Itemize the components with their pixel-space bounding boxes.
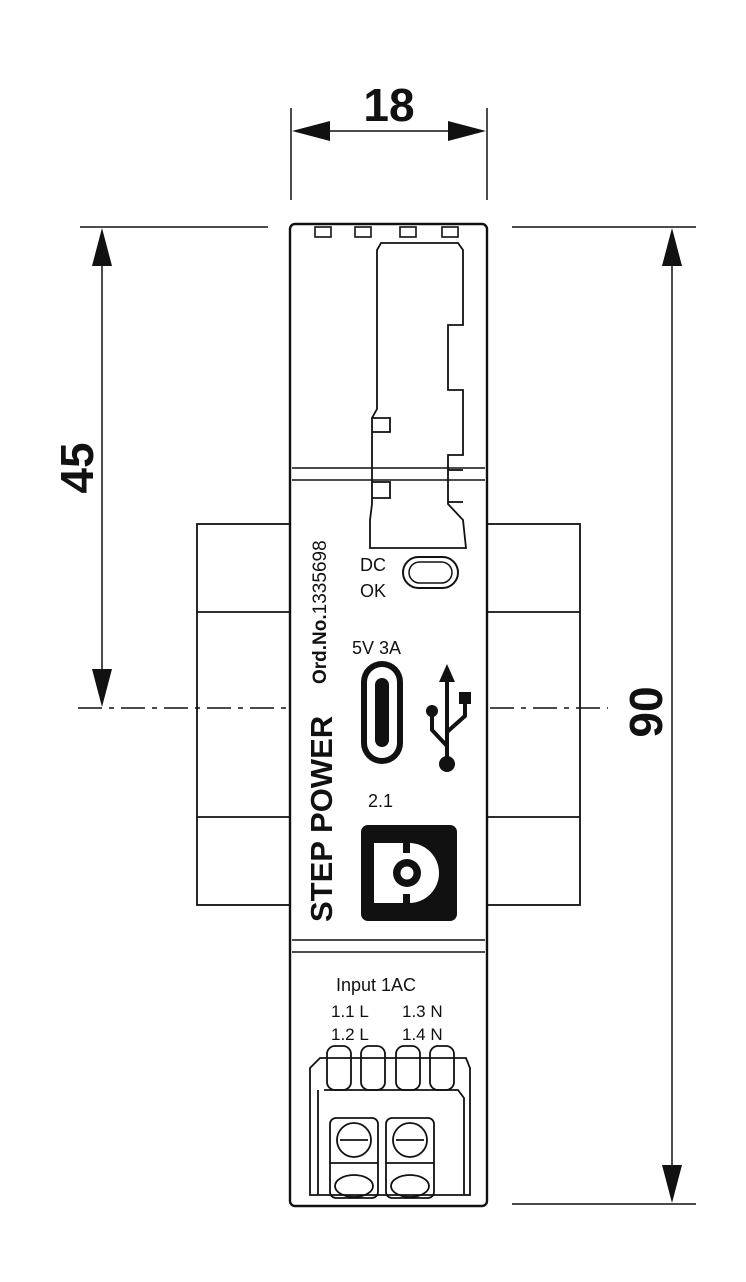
terminal-label-1-4: 1.4 N xyxy=(402,1025,443,1044)
terminal-screw-2[interactable] xyxy=(392,1122,428,1158)
output-plug-connector xyxy=(369,242,468,549)
usb-trident-icon xyxy=(426,664,471,772)
terminal-label-1-3: 1.3 N xyxy=(402,1002,443,1021)
dimension-half-value: 45 xyxy=(51,442,103,493)
led-window-icon xyxy=(402,556,459,589)
usb-c-port-icon[interactable] xyxy=(361,661,403,764)
usb-rating-label: 5V 3A xyxy=(352,638,401,658)
phoenix-contact-logo xyxy=(361,825,457,921)
input-title: Input 1AC xyxy=(336,975,416,995)
terminal-screw-3[interactable] xyxy=(334,1174,374,1198)
top-vents xyxy=(314,226,459,238)
terminal-screw-1[interactable] xyxy=(336,1122,372,1158)
input-terminal-block xyxy=(309,1045,471,1199)
dimension-width-value: 18 xyxy=(363,79,414,131)
dimension-width: 18 xyxy=(290,79,488,200)
order-value: 1335698 xyxy=(310,540,331,614)
dimension-height-half: 45 xyxy=(51,226,268,707)
dimension-total-value: 90 xyxy=(620,686,672,737)
terminal-label-1-2: 1.2 L xyxy=(331,1025,369,1044)
led-label-line2: OK xyxy=(360,581,386,601)
dimension-height-total: 90 xyxy=(512,226,696,1205)
brand-name: STEP POWER xyxy=(304,716,339,922)
usb-version-label: 2.1 xyxy=(368,791,393,811)
terminal-screw-4[interactable] xyxy=(390,1174,430,1198)
terminal-label-1-1: 1.1 L xyxy=(331,1002,369,1021)
order-number: Ord.No.1335698 xyxy=(310,540,331,684)
order-prefix: Ord.No. xyxy=(310,614,331,684)
dc-ok-indicator: DC OK xyxy=(360,555,459,601)
led-label-line1: DC xyxy=(360,555,386,575)
